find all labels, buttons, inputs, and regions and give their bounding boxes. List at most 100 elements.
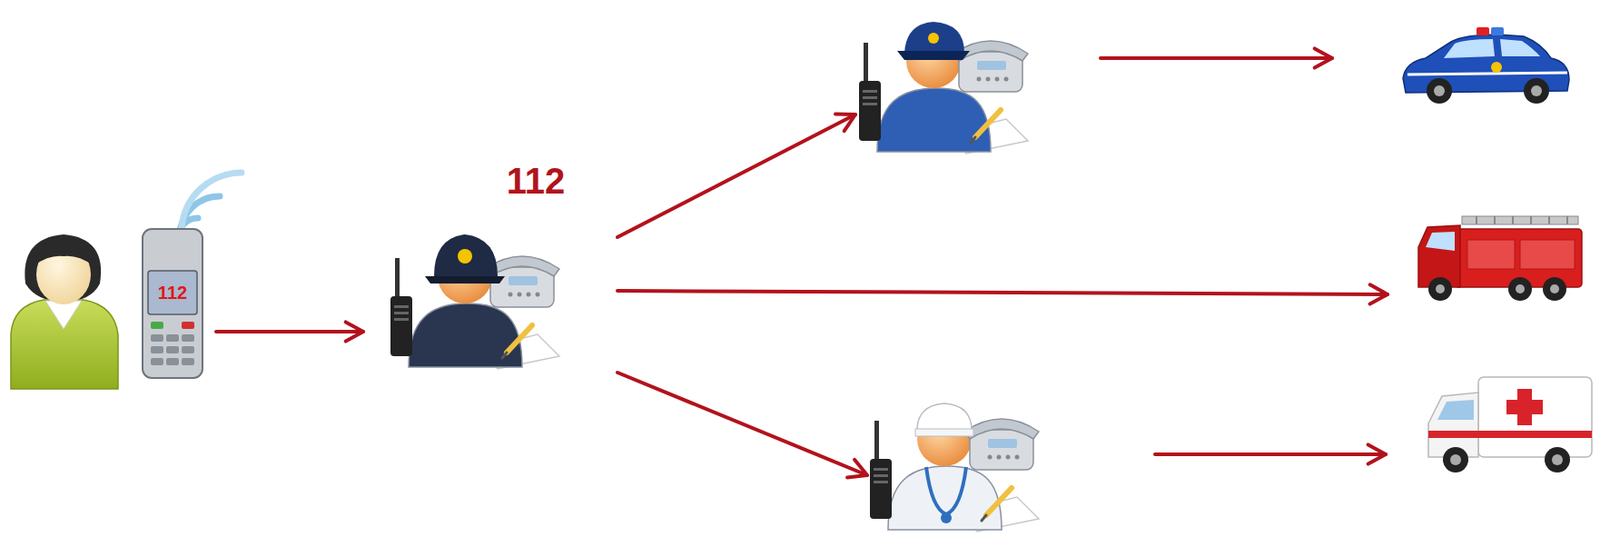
fire-truck-part [1475,216,1478,225]
police-car-part [1407,72,1568,75]
arrow-line [1155,452,1386,456]
fire-truck-part [1461,216,1579,225]
police-car-part [1491,27,1504,36]
arrow-head [835,113,856,131]
arrow-line [1100,56,1333,60]
police-car-node [1332,22,1578,109]
caller-node: 112 [9,207,217,394]
mobile-phone-part [166,345,179,354]
ambulance [1428,376,1592,473]
dispatch-center-node: 112 [363,154,618,391]
police-dispatcher-figure-part [897,50,970,60]
emergency-number: 112 [490,158,582,204]
mobile-phone-part [150,321,164,329]
ambulance-node [1385,370,1599,482]
police-car-part [1523,78,1550,104]
fire-truck-part [1467,239,1515,269]
arrow-head [1370,284,1388,304]
police-car-part [1426,78,1452,104]
caller-figure-part [10,299,119,389]
medical-dispatcher-figure-part [869,411,1039,532]
arrow-head [345,321,364,341]
fire-truck-part [1511,216,1514,225]
flow-arrow [1100,48,1333,68]
mobile-phone-part [166,334,179,342]
fire-dispatcher-figure-part [424,276,505,284]
fire-truck-part [1550,284,1560,294]
police-dispatch-node [855,4,1101,155]
fire-truck-part [1548,216,1551,225]
fire-truck-node [1387,207,1590,309]
fire-truck-part [1508,276,1532,301]
fire-truck-part [1428,276,1452,301]
flow-arrow [617,372,868,477]
fire-truck-part [1520,239,1575,269]
caller-figure-part [34,241,93,266]
fire-dispatcher-figure-part [434,234,498,277]
medical-dispatcher-figure-part [915,428,974,436]
police-car-part [1530,85,1542,97]
phone-screen-number: 112 [148,270,198,315]
caller-figure [10,234,119,389]
fire-truck [1418,216,1582,301]
mobile-phone-part [150,345,164,354]
fire-dispatcher-figure-part [457,248,473,264]
mobile-phone-part [181,321,195,329]
mobile-phone [142,172,242,378]
ambulance-part [1506,399,1543,415]
fire-truck-part [1566,216,1569,225]
police-dispatcher-figure [859,21,1028,154]
flow-arrow [617,284,1388,304]
ambulance-part [1442,446,1469,473]
arrow-line [617,290,1388,295]
ambulance-part [1450,454,1462,465]
fire-truck-part [1530,216,1532,225]
ambulance-part [1544,446,1571,473]
police-dispatcher-figure-part [904,21,965,53]
arrow-head [1314,48,1333,68]
police-car-part [1476,27,1490,36]
ambulance-part [1551,454,1563,465]
mobile-phone-part [142,228,203,378]
flow-arrow [216,321,364,341]
arrow-head [847,459,868,478]
arrow-line [617,372,868,475]
ambulance-part [1428,430,1592,438]
arrow-line [617,114,856,238]
fire-truck-part [1425,231,1455,251]
ambulance-part [1437,399,1474,420]
flow-arrow [1155,444,1386,464]
ambulance-part [1478,376,1592,457]
police-car-part [1491,61,1502,73]
mobile-phone-part [181,334,195,342]
police-car-part [1500,39,1541,57]
mobile-phone-part [181,357,195,366]
flow-arrow [617,113,856,238]
fire-dispatcher-figure [390,234,560,369]
police-dispatcher-figure-part [928,32,939,44]
fire-truck-part [1515,284,1525,294]
caller-figure-part [45,300,82,329]
medical-dispatcher-figure-part [940,512,952,524]
mobile-phone-part [150,334,164,342]
police-car-part [1443,39,1495,59]
mobile-phone-part [148,270,198,315]
mobile-phone-part [181,345,195,354]
fire-truck-part [1435,284,1445,294]
fire-truck-part [1542,276,1567,301]
police-car [1402,27,1570,104]
arrow-line [216,329,364,334]
mobile-phone-part [166,357,179,366]
medical-dispatcher-figure [869,403,1039,532]
police-dispatcher-figure-part [859,33,1028,154]
medical-dispatch-node [867,381,1156,556]
arrow-head [1368,444,1386,464]
medical-dispatcher-figure-part [926,466,967,514]
mobile-phone-part [150,357,164,366]
police-car-part [1433,85,1445,97]
fire-truck-part [1493,216,1496,225]
mobile-phone-part [181,172,242,229]
